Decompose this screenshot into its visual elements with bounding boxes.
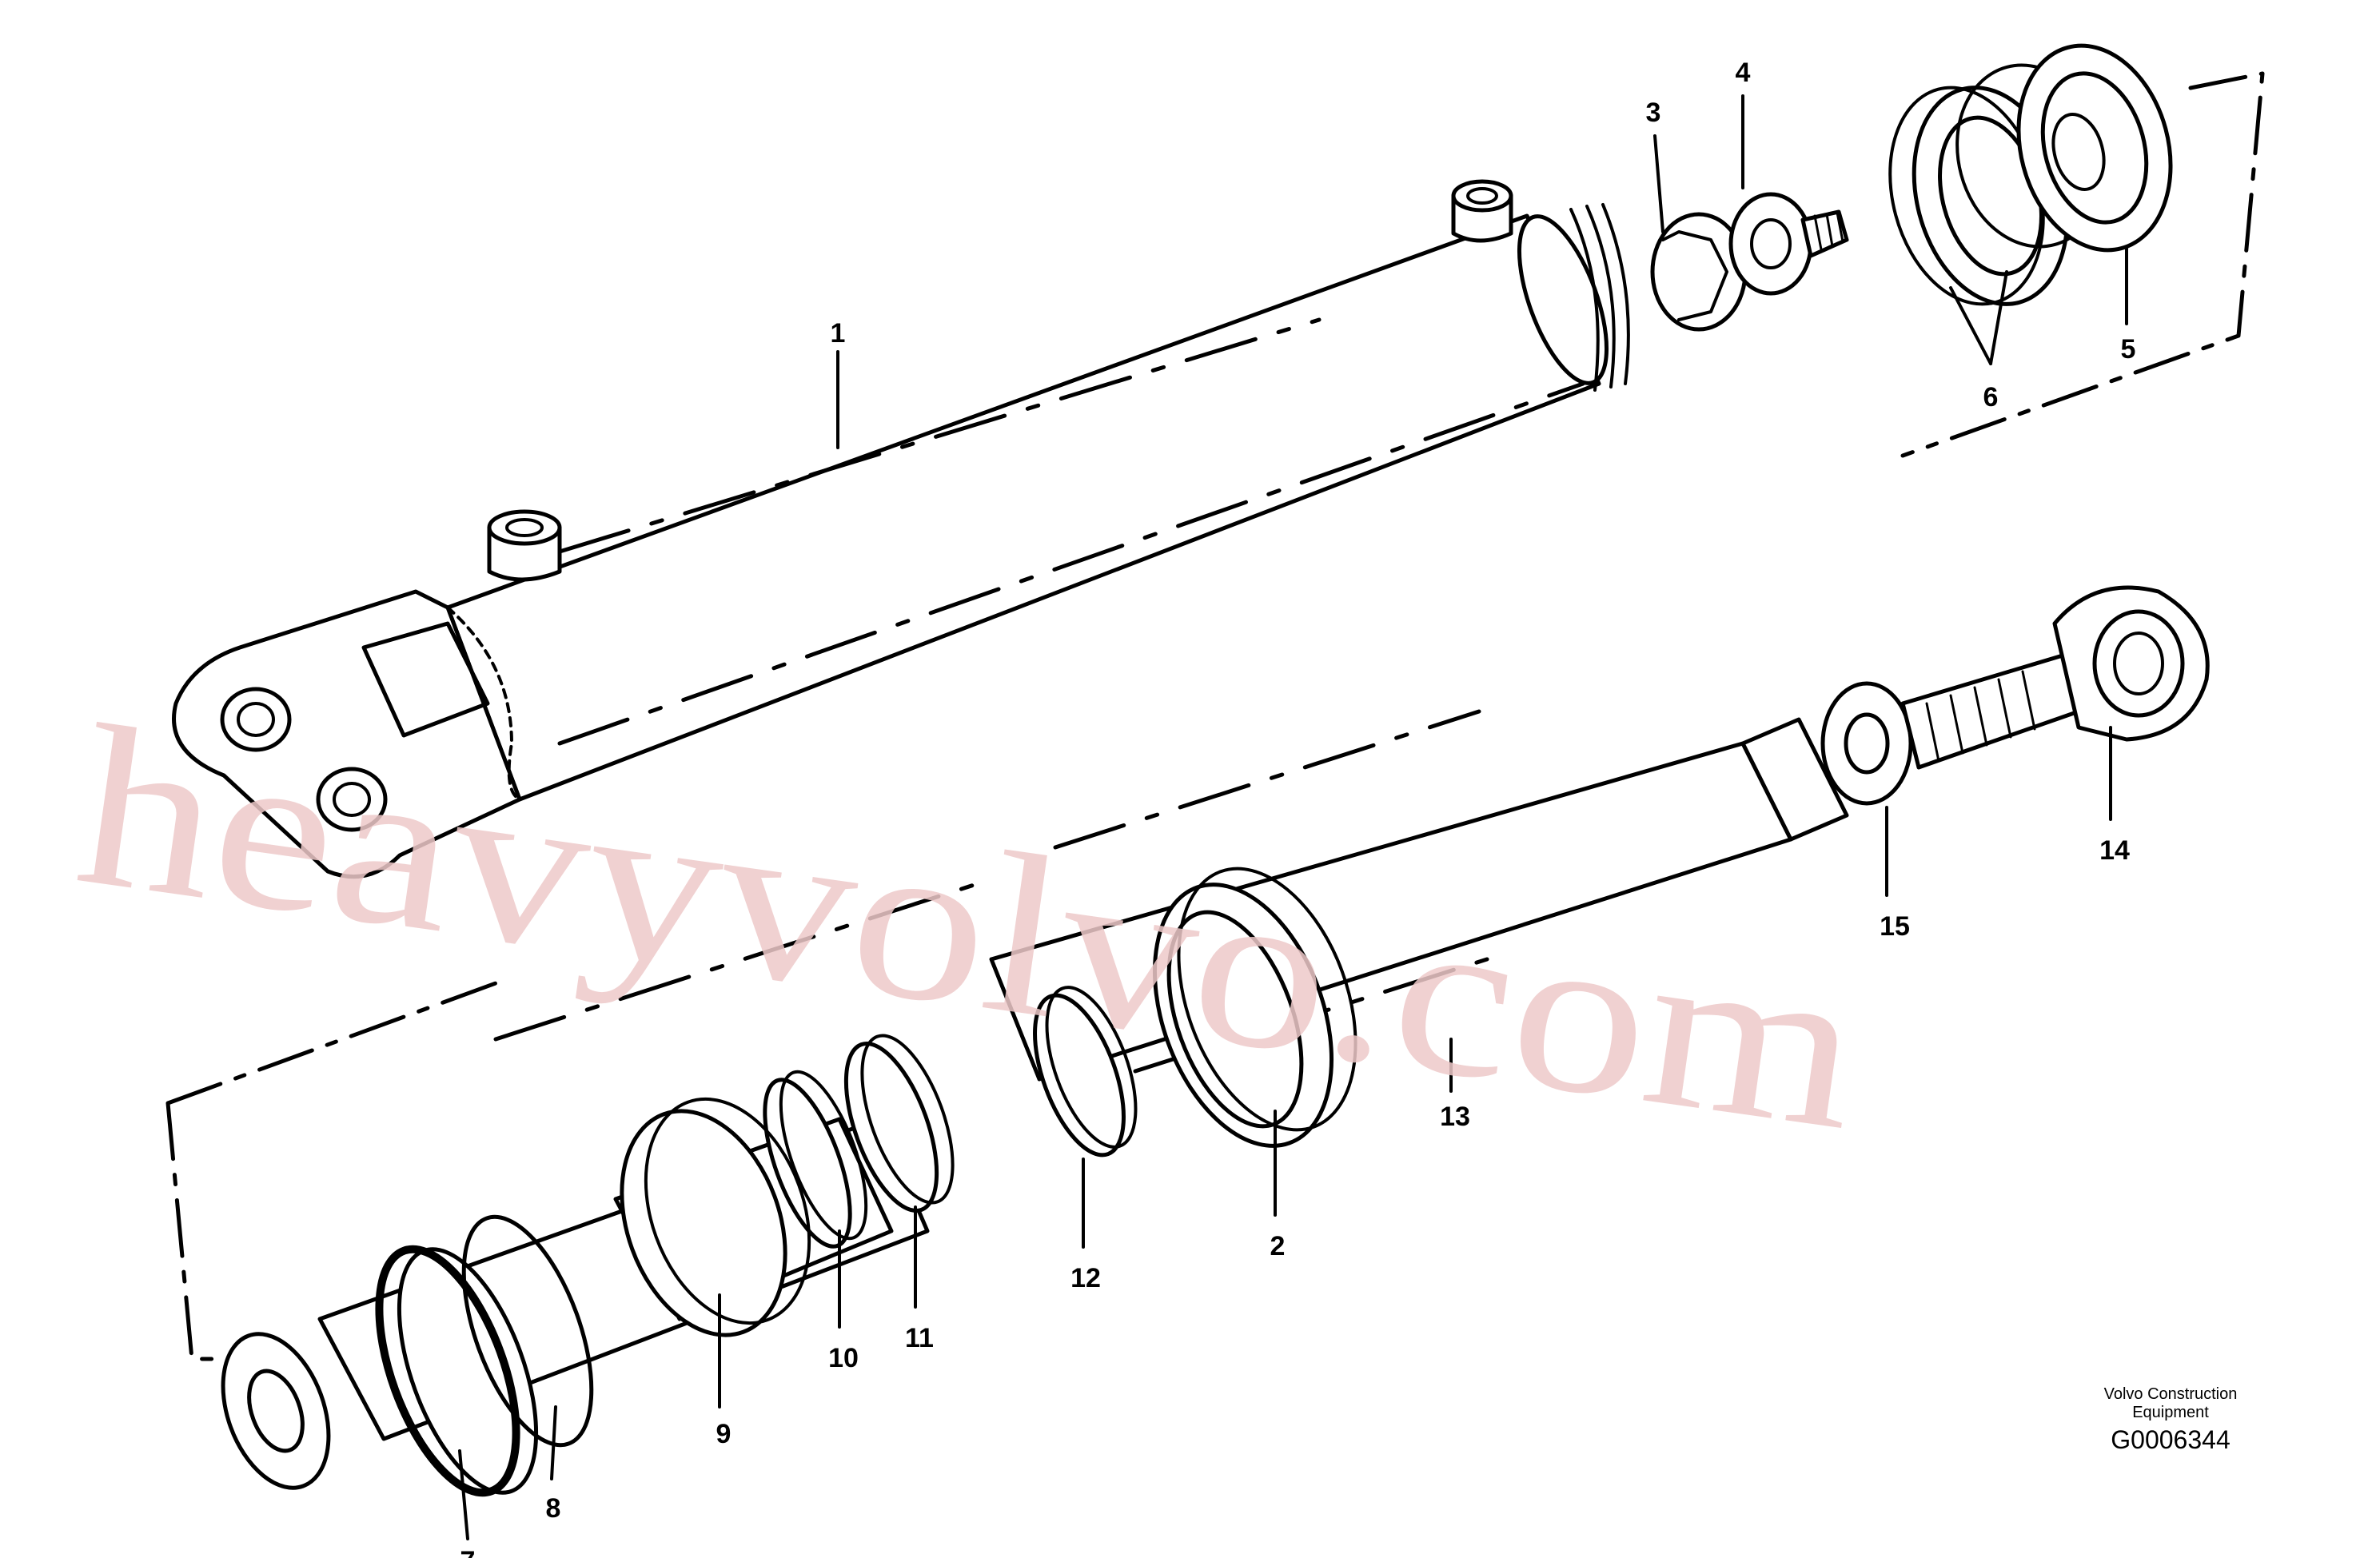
callout-2: 2 (1270, 1231, 1286, 1261)
callout-11: 11 (905, 1323, 934, 1353)
head-seals (1888, 43, 2173, 306)
callout-5: 5 (2121, 334, 2136, 365)
callout-14: 14 (2099, 835, 2130, 866)
callout-4: 4 (1736, 58, 1751, 88)
callout-10: 10 (828, 1343, 859, 1373)
watermark: heavyvolvo.com (65, 677, 1874, 1178)
piston-rod-assembly (221, 585, 2210, 1497)
callout-12: 12 (1070, 1263, 1101, 1293)
caption-figure-code: G0006344 (2111, 1425, 2230, 1454)
callout-7: 7 (460, 1546, 476, 1558)
caption-company-line1: Volvo Construction (2104, 1385, 2238, 1403)
plug-and-washer (1650, 192, 1849, 332)
callout-labels: 1 3 4 5 6 7 8 9 10 11 12 2 13 14 15 (460, 58, 2136, 1558)
callout-6: 6 (1983, 382, 1999, 412)
callout-15: 15 (1880, 911, 1910, 942)
cylinder-tube (172, 179, 1630, 879)
callout-9: 9 (716, 1419, 732, 1449)
callout-1: 1 (831, 318, 846, 349)
seal-kit-brackets (165, 71, 2265, 1361)
figure-caption: Volvo Construction Equipment G0006344 (2104, 1385, 2238, 1454)
callout-3: 3 (1646, 98, 1661, 128)
caption-company-line2: Equipment (2132, 1404, 2209, 1421)
callout-13: 13 (1440, 1102, 1470, 1132)
leader-lines (458, 94, 2128, 1540)
callout-8: 8 (546, 1493, 561, 1524)
